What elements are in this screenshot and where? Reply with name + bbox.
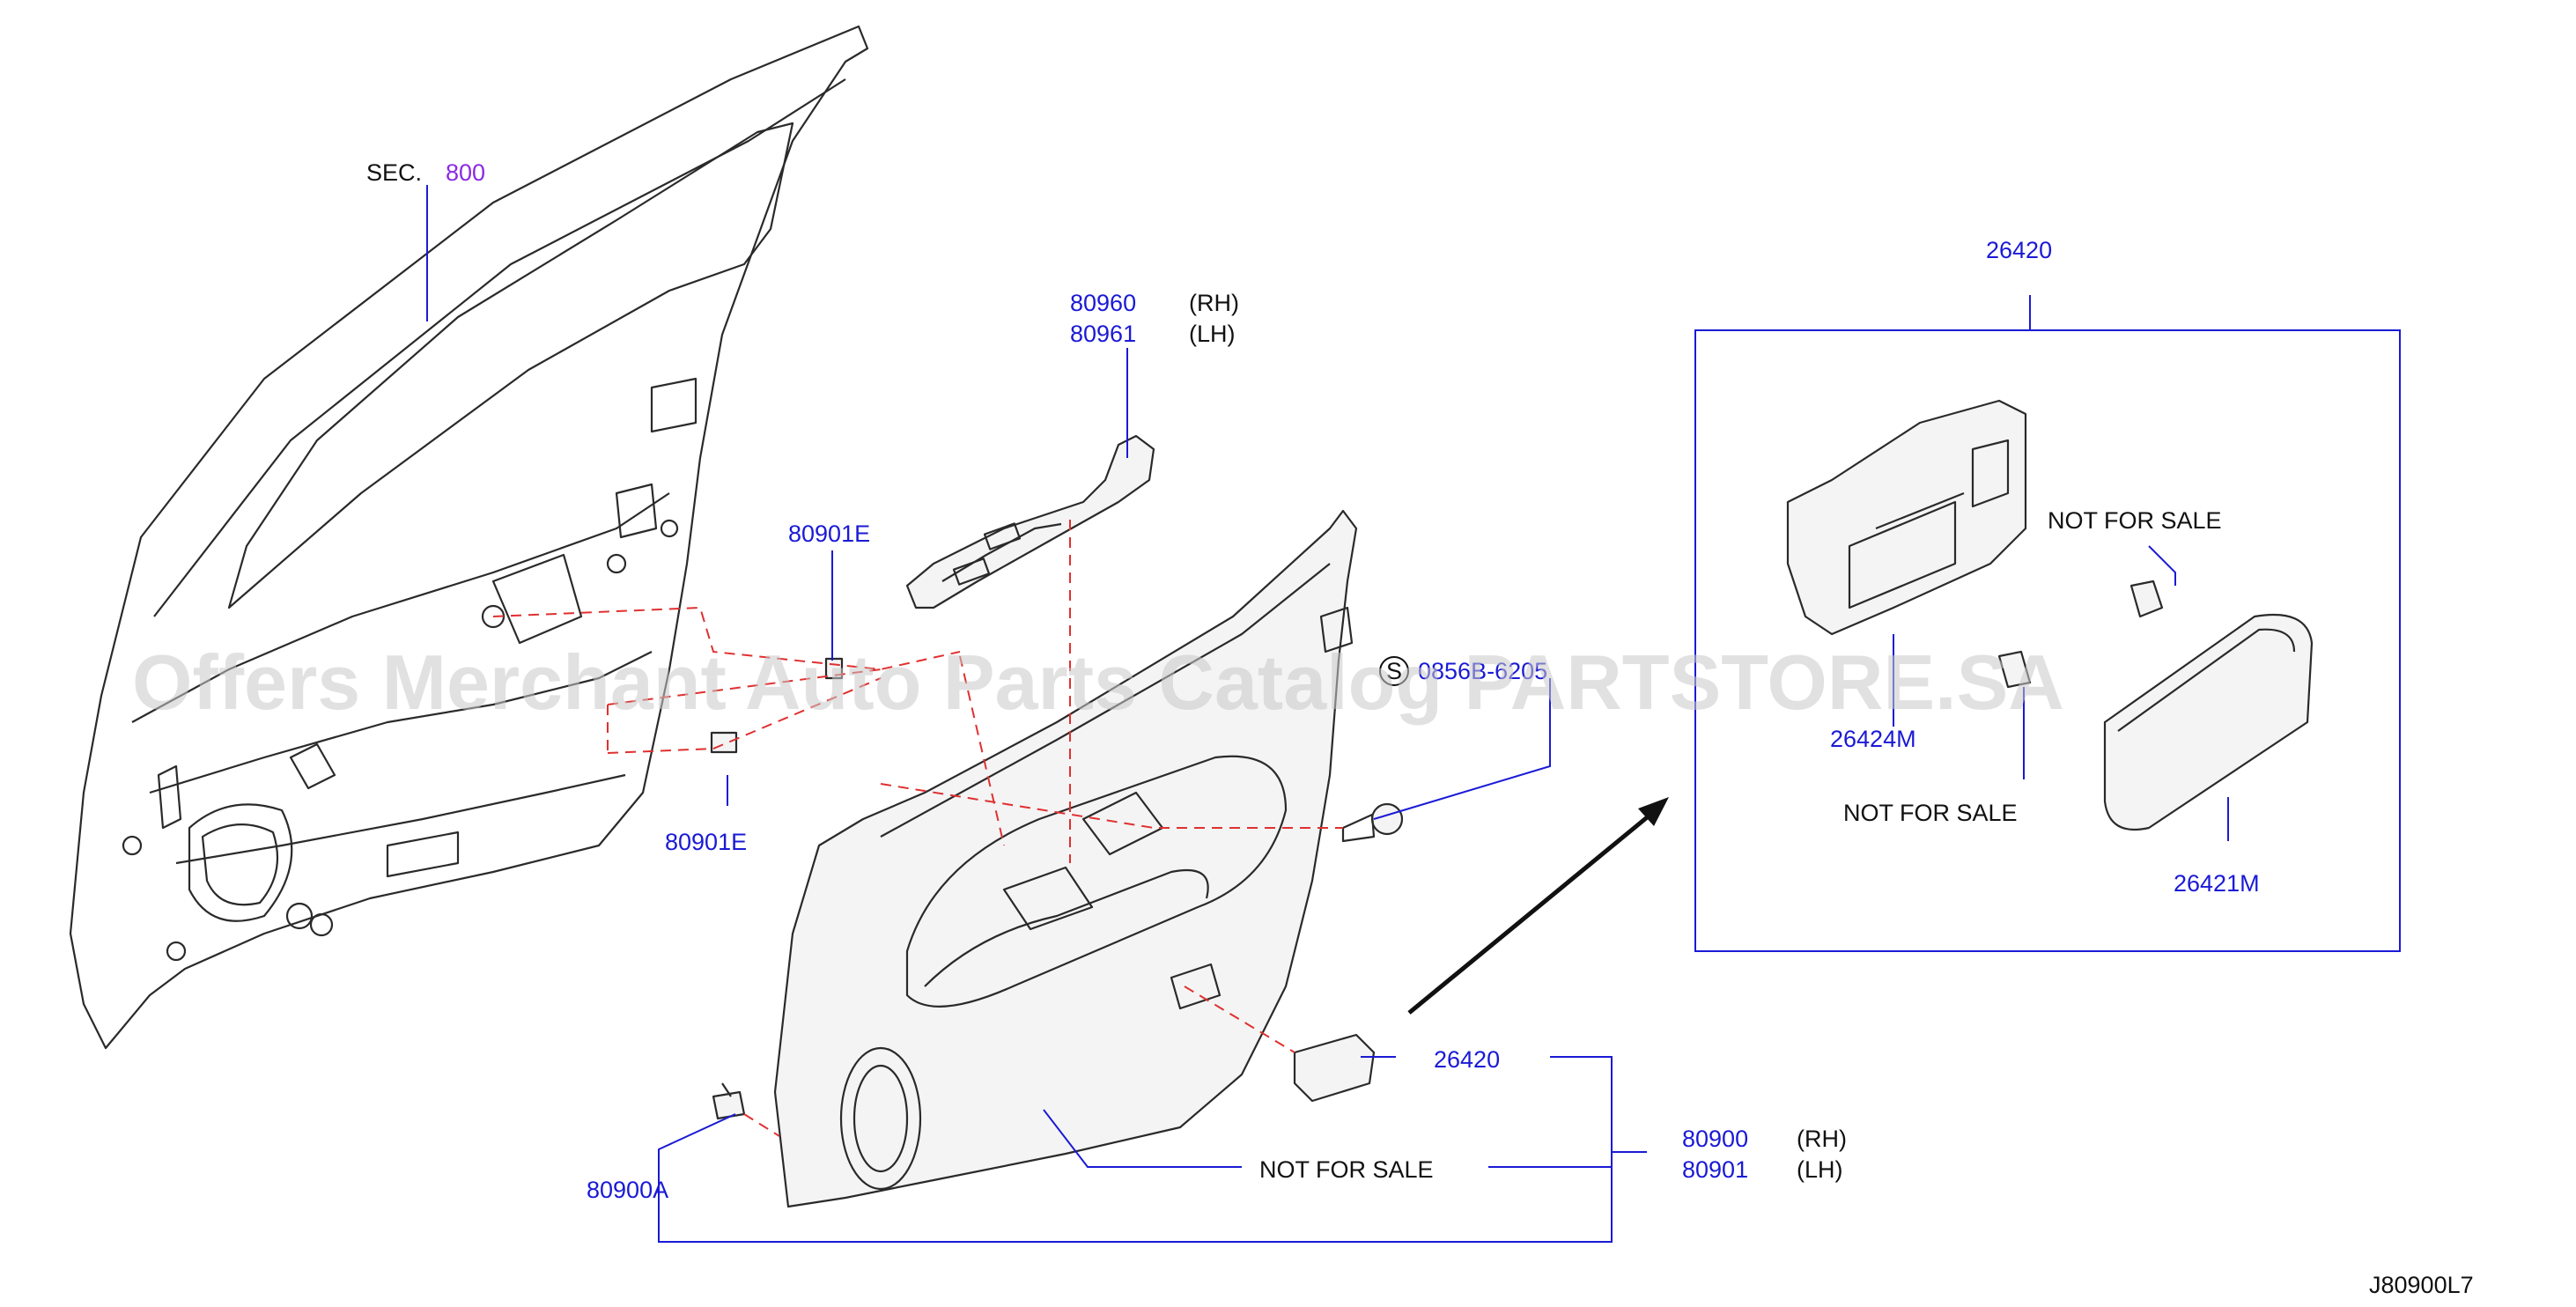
part-26420-mid[interactable]: 26420 xyxy=(1434,1046,1500,1073)
pocket-26420 xyxy=(1293,1033,1376,1103)
part-80960[interactable]: 80960 xyxy=(1070,290,1136,316)
bolt-symbol: S xyxy=(1386,658,1402,684)
bolt-reference: S 0856B-6205 xyxy=(1379,656,1547,686)
part-80900[interactable]: 80900 xyxy=(1682,1126,1748,1152)
rh-label-top: (RH) xyxy=(1189,290,1239,316)
part-80901e-top[interactable]: 80901E xyxy=(788,521,870,547)
power-window-switch xyxy=(905,434,1155,609)
watermark: Offers Merchant Auto Parts Catalog PARTS… xyxy=(132,639,2064,726)
clip-not-for-sale-2 xyxy=(1997,650,2032,689)
cover-26421m xyxy=(2103,613,2314,831)
assembly-lines xyxy=(492,520,1343,1137)
part-26420-top[interactable]: 26420 xyxy=(1986,237,2052,263)
door-trim-panel xyxy=(773,509,1358,1208)
lh-label-bottom: (LH) xyxy=(1797,1156,1843,1183)
part-80961[interactable]: 80961 xyxy=(1070,321,1136,347)
section-number[interactable]: 800 xyxy=(446,159,485,186)
screw-part xyxy=(1341,802,1404,843)
part-26421m[interactable]: 26421M xyxy=(2174,870,2260,897)
section-prefix: SEC. xyxy=(366,159,422,186)
not-for-sale-clip-1: NOT FOR SALE xyxy=(2048,507,2222,534)
part-26424m[interactable]: 26424M xyxy=(1830,726,1916,752)
direction-arrow xyxy=(1407,797,1669,1015)
clip-80901e-bottom xyxy=(710,731,738,754)
part-80900a[interactable]: 80900A xyxy=(587,1177,668,1203)
lh-label-top: (LH) xyxy=(1189,321,1236,347)
clip-80900a xyxy=(712,1082,746,1120)
part-80901e-bottom[interactable]: 80901E xyxy=(665,829,747,855)
rh-label-bottom: (RH) xyxy=(1797,1126,1847,1152)
clip-not-for-sale-1 xyxy=(2129,580,2164,618)
housing-26424m xyxy=(1786,399,2027,636)
leader-lines xyxy=(426,185,2401,1243)
bolt-part-number[interactable]: 0856B-6205 xyxy=(1418,658,1547,684)
not-for-sale-trim: NOT FOR SALE xyxy=(1259,1156,1434,1183)
figure-code: J80900L7 xyxy=(2369,1272,2474,1298)
part-80901[interactable]: 80901 xyxy=(1682,1156,1748,1183)
not-for-sale-clip-2: NOT FOR SALE xyxy=(1843,800,2018,826)
